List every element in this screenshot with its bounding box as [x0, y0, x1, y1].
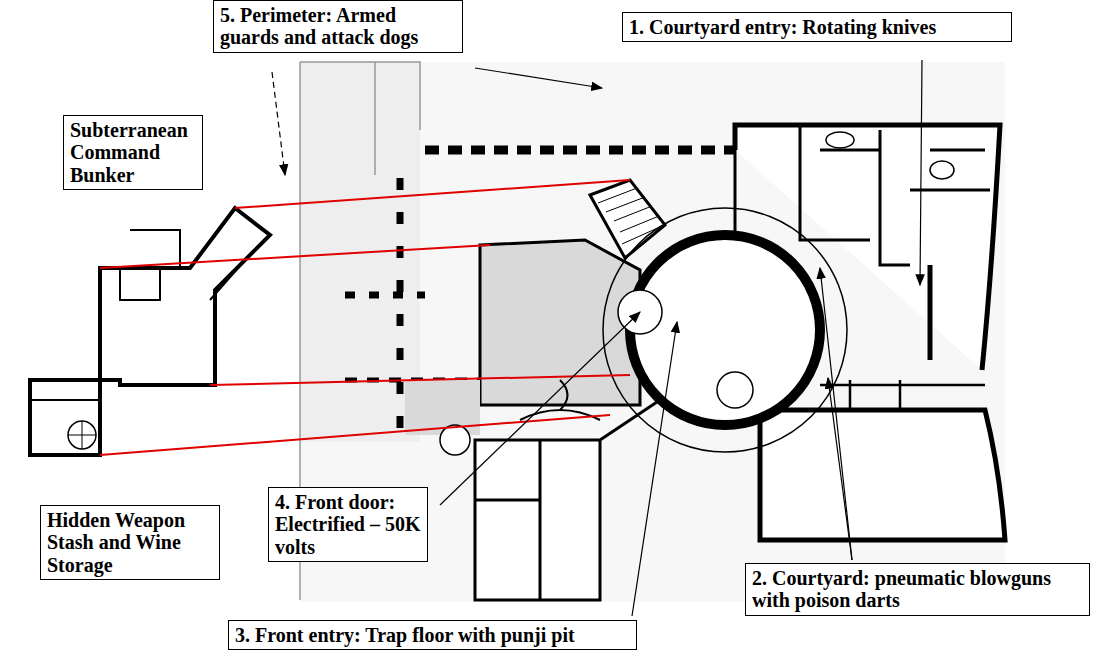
callout-box: 1. Courtyard entry: Rotating knives — [622, 12, 1012, 42]
callout-box: 2. Courtyard: pneumatic blowguns with po… — [745, 563, 1090, 616]
callout-text: 1. Courtyard entry: Rotating knives — [629, 16, 1005, 38]
callout-text: 4. Front door: Electrified – 50K volts — [275, 491, 421, 558]
callout-text: 3. Front entry: Trap floor with punji pi… — [235, 624, 630, 646]
callout-text: 5. Perimeter: Armed guards and attack do… — [220, 4, 456, 49]
callout-text: Subterranean Command Bunker — [70, 119, 196, 186]
callout-box: 3. Front entry: Trap floor with punji pi… — [228, 620, 637, 650]
callout-box: 5. Perimeter: Armed guards and attack do… — [213, 0, 463, 53]
callout-box: Hidden Weapon Stash and Wine Storage — [40, 505, 220, 580]
callout-text: 2. Courtyard: pneumatic blowguns with po… — [752, 567, 1083, 612]
callout-box: 4. Front door: Electrified – 50K volts — [268, 487, 428, 562]
callout-text: Hidden Weapon Stash and Wine Storage — [47, 509, 213, 576]
callout-box: Subterranean Command Bunker — [63, 115, 203, 190]
